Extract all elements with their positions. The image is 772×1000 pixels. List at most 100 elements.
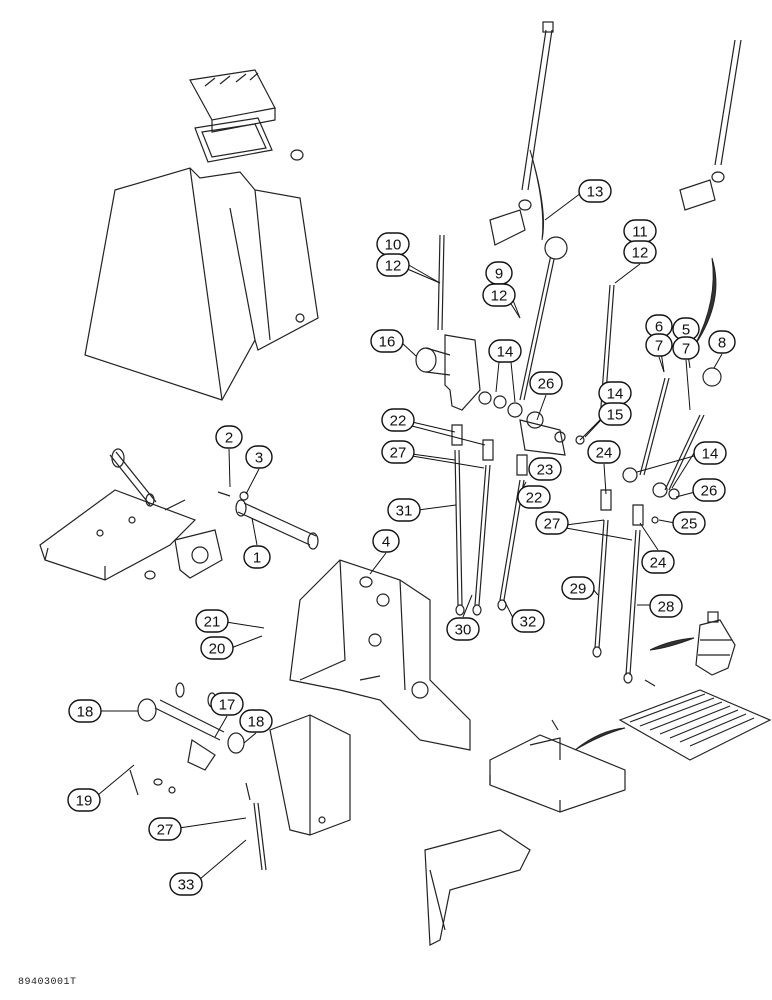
right-pedal-assembly bbox=[489, 611, 772, 813]
leader-line-14 bbox=[636, 455, 695, 473]
callout-number: 1 bbox=[253, 550, 261, 567]
callout-number: 27 bbox=[390, 445, 407, 462]
callout-number: 12 bbox=[385, 258, 402, 275]
callout-circle bbox=[446, 617, 480, 641]
leader-line-1 bbox=[251, 517, 258, 546]
leader-line-12 bbox=[404, 267, 441, 284]
callout-12: 12 bbox=[482, 283, 516, 307]
leader-line-12 bbox=[614, 263, 641, 284]
callout-number: 20 bbox=[209, 641, 226, 658]
leader-line-18 bbox=[243, 732, 257, 744]
callout-23: 23 bbox=[528, 457, 562, 481]
callout-number: 24 bbox=[650, 555, 667, 572]
drawing-id: 89403001T bbox=[18, 977, 77, 988]
leader-line-27 bbox=[565, 519, 605, 526]
callout-24: 24 bbox=[587, 440, 621, 464]
callout-circle bbox=[511, 609, 545, 633]
callout-14: 14 bbox=[488, 339, 522, 363]
callout-32: 32 bbox=[511, 609, 545, 633]
callout-circle bbox=[587, 440, 621, 464]
callout-circle bbox=[381, 408, 415, 432]
callout-number: 21 bbox=[204, 614, 221, 631]
knobs bbox=[544, 236, 722, 387]
callout-number: 2 bbox=[225, 430, 233, 447]
callout-circle bbox=[645, 333, 673, 357]
callout-24: 24 bbox=[641, 550, 675, 574]
callout-27: 27 bbox=[148, 817, 182, 841]
callout-number: 16 bbox=[379, 334, 396, 351]
callout-circle bbox=[148, 817, 182, 841]
callout-number: 5 bbox=[682, 322, 690, 339]
callout-number: 28 bbox=[658, 599, 675, 616]
callout-number: 26 bbox=[701, 483, 718, 500]
callout-circle bbox=[623, 240, 657, 264]
callout-circle bbox=[68, 699, 102, 723]
callout-circle bbox=[215, 425, 243, 449]
callout-circle bbox=[692, 478, 726, 502]
callout-circle bbox=[578, 179, 612, 203]
callout-number: 14 bbox=[607, 386, 624, 403]
callout-7: 7 bbox=[672, 336, 700, 360]
callout-26: 26 bbox=[692, 478, 726, 502]
callout-number: 19 bbox=[76, 793, 93, 810]
callout-circle bbox=[387, 498, 421, 522]
callout-27: 27 bbox=[535, 511, 569, 535]
callout-circle bbox=[672, 511, 706, 535]
callout-number: 17 bbox=[219, 697, 236, 714]
leader-line-22 bbox=[411, 421, 456, 433]
callout-27: 27 bbox=[381, 440, 415, 464]
callout-circle bbox=[243, 545, 271, 569]
leader-line-22 bbox=[411, 425, 486, 446]
callout-number: 23 bbox=[537, 462, 554, 479]
callout-circle bbox=[528, 457, 562, 481]
callout-circle bbox=[517, 485, 551, 509]
callout-18: 18 bbox=[68, 699, 102, 723]
callout-number: 10 bbox=[385, 237, 402, 254]
callout-number: 14 bbox=[702, 446, 719, 463]
lower-shaft-assembly bbox=[129, 682, 245, 796]
leader-line-24 bbox=[639, 522, 659, 551]
leader-line-7 bbox=[658, 356, 665, 373]
callout-circle bbox=[200, 636, 234, 660]
callout-circle bbox=[649, 594, 683, 618]
callout-number: 15 bbox=[607, 407, 624, 424]
callout-number: 13 bbox=[587, 184, 604, 201]
callout-14: 14 bbox=[693, 441, 727, 465]
callout-number: 12 bbox=[491, 288, 508, 305]
callout-16: 16 bbox=[370, 329, 404, 353]
left-pedal-assembly bbox=[39, 448, 223, 581]
leader-line-8 bbox=[713, 353, 723, 369]
callout-30: 30 bbox=[446, 617, 480, 641]
callout-4: 4 bbox=[372, 529, 400, 553]
leader-line-2 bbox=[228, 448, 231, 488]
leader-line-15 bbox=[579, 416, 604, 441]
callout-circle bbox=[210, 692, 244, 716]
callout-number: 11 bbox=[632, 224, 648, 241]
callout-circle bbox=[529, 371, 563, 395]
callout-number: 22 bbox=[390, 413, 407, 430]
callout-12: 12 bbox=[376, 253, 410, 277]
leader-line-7 bbox=[685, 359, 691, 411]
callout-circle bbox=[488, 339, 522, 363]
callout-number: 33 bbox=[178, 877, 195, 894]
leader-line-14 bbox=[495, 361, 500, 393]
leader-line-30 bbox=[462, 594, 473, 618]
callout-circle bbox=[376, 253, 410, 277]
callout-11: 11 bbox=[623, 219, 657, 243]
callout-1: 1 bbox=[243, 545, 271, 569]
callout-circle bbox=[239, 709, 273, 733]
leader-line-27 bbox=[411, 455, 485, 469]
callout-13: 13 bbox=[578, 179, 612, 203]
callout-20: 20 bbox=[200, 636, 234, 660]
leader-line-16 bbox=[400, 341, 417, 357]
callout-number: 27 bbox=[157, 822, 174, 839]
callout-circle bbox=[641, 550, 675, 574]
callout-circle bbox=[245, 445, 273, 469]
leader-line-20 bbox=[230, 635, 263, 649]
callout-2: 2 bbox=[215, 425, 243, 449]
callout-21: 21 bbox=[195, 609, 229, 633]
callout-circle bbox=[708, 330, 736, 354]
callout-number: 25 bbox=[681, 516, 698, 533]
